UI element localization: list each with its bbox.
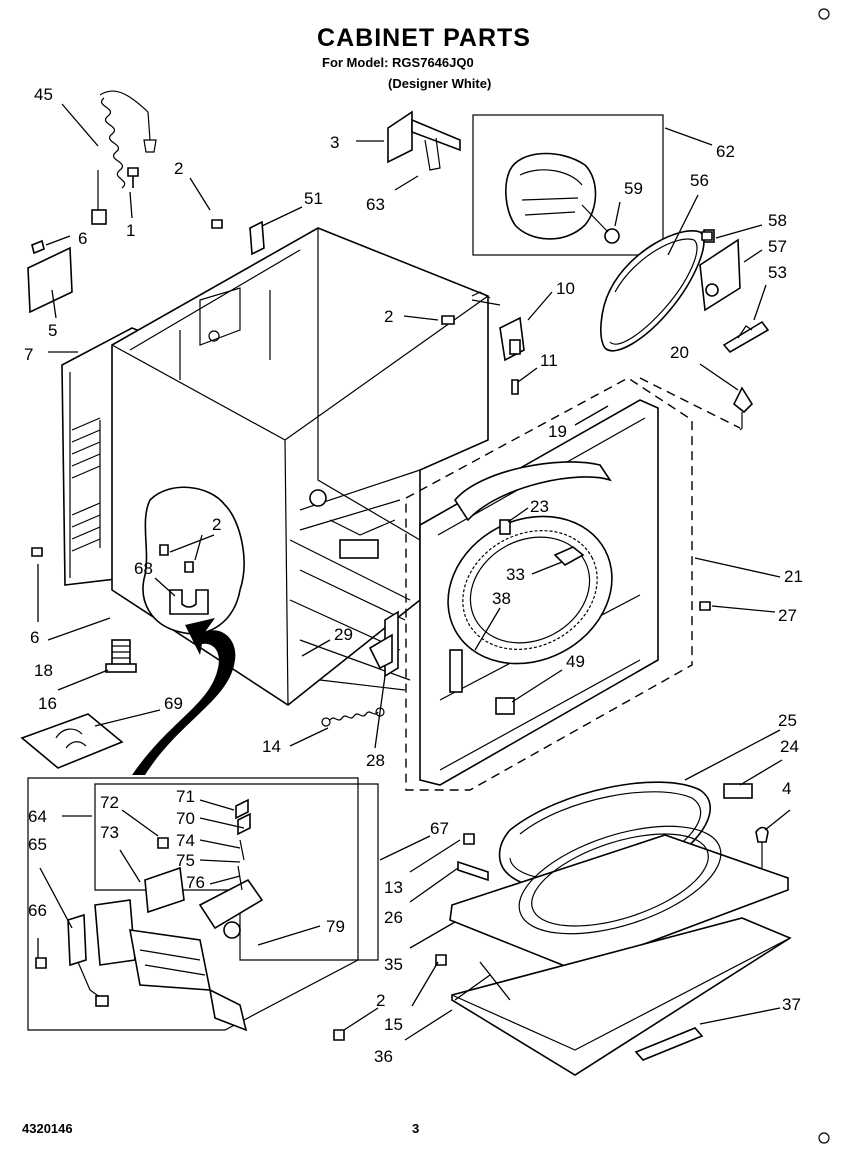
bottom-pan (451, 917, 792, 1076)
front-panel (419, 399, 659, 786)
callout: 79 (326, 917, 345, 936)
callout: 21 (784, 567, 803, 586)
callout: 2 (212, 515, 221, 534)
drive-motor (505, 152, 620, 244)
base-panel (449, 834, 789, 971)
page-title: CABINET PARTS (317, 24, 531, 52)
callout: 6 (78, 229, 87, 248)
callout: 1 (126, 221, 135, 240)
callout: 27 (778, 606, 797, 625)
callout: 49 (566, 652, 585, 671)
callout: 73 (100, 823, 119, 842)
callout: 3 (330, 133, 339, 152)
clip-53 (722, 320, 770, 354)
callout: 13 (384, 878, 403, 897)
callout: 6 (30, 628, 39, 647)
bracket-68 (169, 589, 209, 615)
callout: 45 (34, 85, 53, 104)
motor-assembly-box (472, 114, 664, 256)
callout: 68 (134, 559, 153, 578)
callout: 26 (384, 908, 403, 927)
burner-outer-box (27, 777, 359, 1031)
callout: 37 (782, 995, 801, 1014)
callout: 65 (28, 835, 47, 854)
foot-cone (732, 386, 754, 414)
callout: 23 (530, 497, 549, 516)
callout-labels: 45 1 2 51 6 5 7 3 63 62 59 56 58 57 53 1… (24, 85, 803, 1066)
callout: 35 (384, 955, 403, 974)
gas-valve-assembly (144, 798, 264, 939)
leader-lines (37, 103, 791, 1041)
callout: 67 (430, 819, 449, 838)
idler-bracket (699, 229, 741, 312)
callout: 36 (374, 1047, 393, 1066)
door-switch (471, 291, 525, 362)
front-panel-dashed-outline (405, 377, 693, 791)
callout: 20 (670, 343, 689, 362)
bracket-5 (27, 246, 73, 314)
callout: 33 (506, 565, 525, 584)
callout: 58 (768, 211, 787, 230)
cutaway-view (142, 486, 245, 635)
callout: 74 (176, 831, 195, 850)
door-spring (321, 707, 385, 727)
doc-number: 4320146 (22, 1121, 73, 1136)
callout: 64 (28, 807, 47, 826)
callout: 51 (304, 189, 323, 208)
bracket-3 (387, 110, 461, 171)
callout: 5 (48, 321, 57, 340)
burner-tube (67, 899, 248, 1032)
callout: 25 (778, 711, 797, 730)
drive-belt (600, 230, 705, 352)
screw (31, 219, 713, 1041)
callout: 38 (492, 589, 511, 608)
callout: 14 (262, 737, 281, 756)
callout: 70 (176, 809, 195, 828)
callout: 2 (174, 159, 183, 178)
exhaust-duct (132, 618, 236, 775)
callout: 62 (716, 142, 735, 161)
callout: 59 (624, 179, 643, 198)
callout: 29 (334, 625, 353, 644)
callout: 15 (384, 1015, 403, 1034)
leveling-leg (105, 639, 137, 673)
burner-inner-box (94, 783, 379, 961)
callout: 63 (366, 195, 385, 214)
hinge-bracket (368, 610, 399, 678)
model-line: For Model: RGS7646JQ0 (322, 55, 474, 70)
callout: 76 (186, 873, 205, 892)
corner-mark (818, 8, 830, 20)
instruction-card (20, 713, 124, 769)
callout: 28 (366, 751, 385, 770)
callout: 10 (556, 279, 575, 298)
callout: 56 (690, 171, 709, 190)
callout: 4 (782, 779, 791, 798)
callout: 72 (100, 793, 119, 812)
callout: 2 (376, 991, 385, 1010)
corner-mark (818, 1132, 830, 1144)
callout: 57 (768, 237, 787, 256)
callout: 66 (28, 901, 47, 920)
bracket-26 (457, 860, 489, 882)
callout: 24 (780, 737, 799, 756)
callout: 2 (384, 307, 393, 326)
foot-37 (634, 1027, 704, 1061)
page-number: 3 (412, 1121, 420, 1136)
callout: 71 (176, 787, 195, 806)
callout: 11 (540, 351, 558, 370)
callout: 7 (24, 345, 33, 364)
seal-clip-24 (723, 783, 753, 799)
color-line: (Designer White) (388, 76, 492, 91)
grommet-4 (755, 826, 769, 843)
screw-1 (127, 167, 139, 188)
callout: 75 (176, 851, 195, 870)
callout: 19 (548, 422, 567, 441)
bracket-51 (249, 220, 265, 256)
callout: 18 (34, 661, 53, 680)
callout: 69 (164, 694, 183, 713)
callout: 53 (768, 263, 787, 282)
callout: 16 (38, 694, 57, 713)
power-cord (91, 90, 157, 225)
